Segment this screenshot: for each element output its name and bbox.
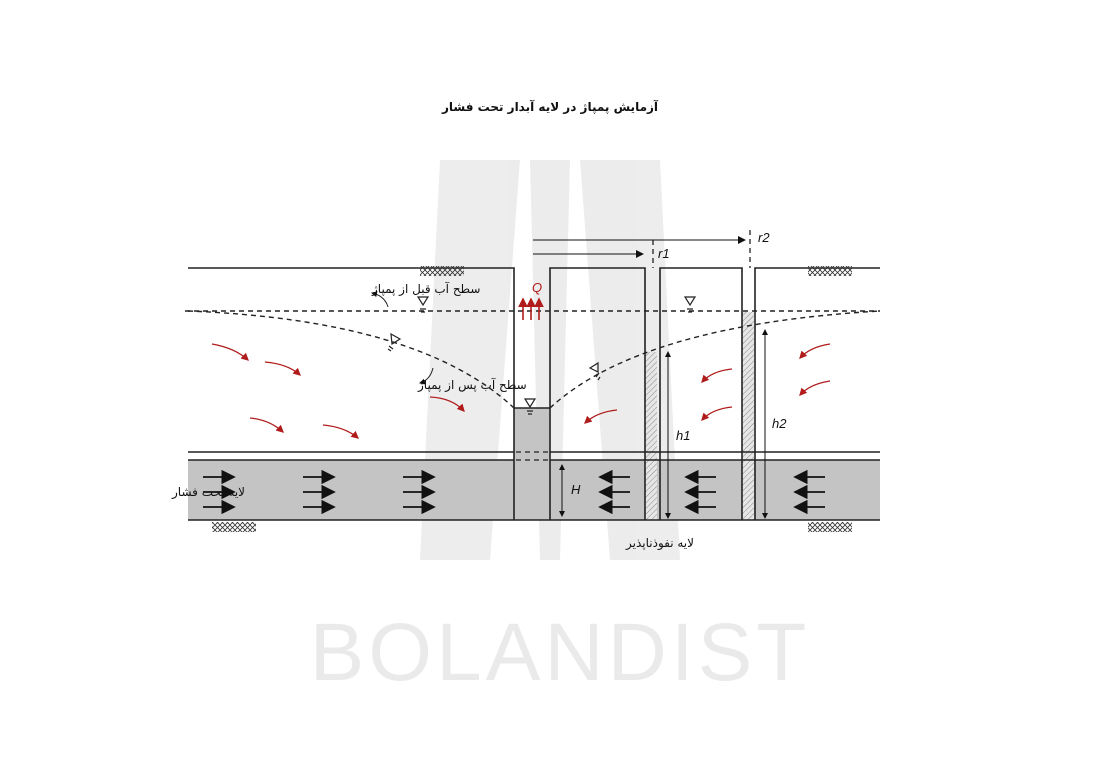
- well-water: [514, 408, 550, 520]
- diagram-title: آزمایش پمپاژ در لایه آبدار تحت فشار: [441, 99, 659, 114]
- r2-label: r2: [758, 230, 770, 245]
- discharge-arrows: [518, 297, 544, 320]
- discharge-label: Q: [532, 280, 542, 295]
- ground-hatch-icon: [212, 522, 256, 532]
- impermeable-layer-label: لایه نفوذناپذیر: [625, 536, 694, 551]
- aquifer-flow-arrows: [203, 469, 825, 515]
- groundwater-flow-arrows: [211, 343, 831, 439]
- watermark-text: BOLANDIST: [310, 607, 811, 698]
- piezometer-1-screen: [645, 352, 657, 520]
- label-pointer: [371, 291, 389, 308]
- label-pointer: [419, 367, 434, 385]
- ground-hatch-icon: [808, 522, 852, 532]
- piezometer-2-screen: [742, 312, 754, 520]
- ground-hatch-icon: [420, 266, 464, 276]
- water-before-label: سطح آب قبل از پمپاژ: [371, 281, 480, 297]
- h2-label: h2: [772, 416, 787, 431]
- structure-lines: [188, 267, 880, 521]
- r1-label: r1: [658, 246, 670, 261]
- drawdown-curve: [187, 310, 881, 409]
- dashed-lines: [516, 230, 751, 461]
- ground-hatch-icon: [808, 266, 852, 276]
- confined-layer-label: لایه تحت فشار: [171, 485, 245, 500]
- water-after-label: سطح آب پس از پمپاژ: [417, 377, 527, 393]
- H-label: H: [571, 482, 581, 497]
- water-level-icons: [387, 296, 697, 415]
- h1-label: h1: [676, 428, 690, 443]
